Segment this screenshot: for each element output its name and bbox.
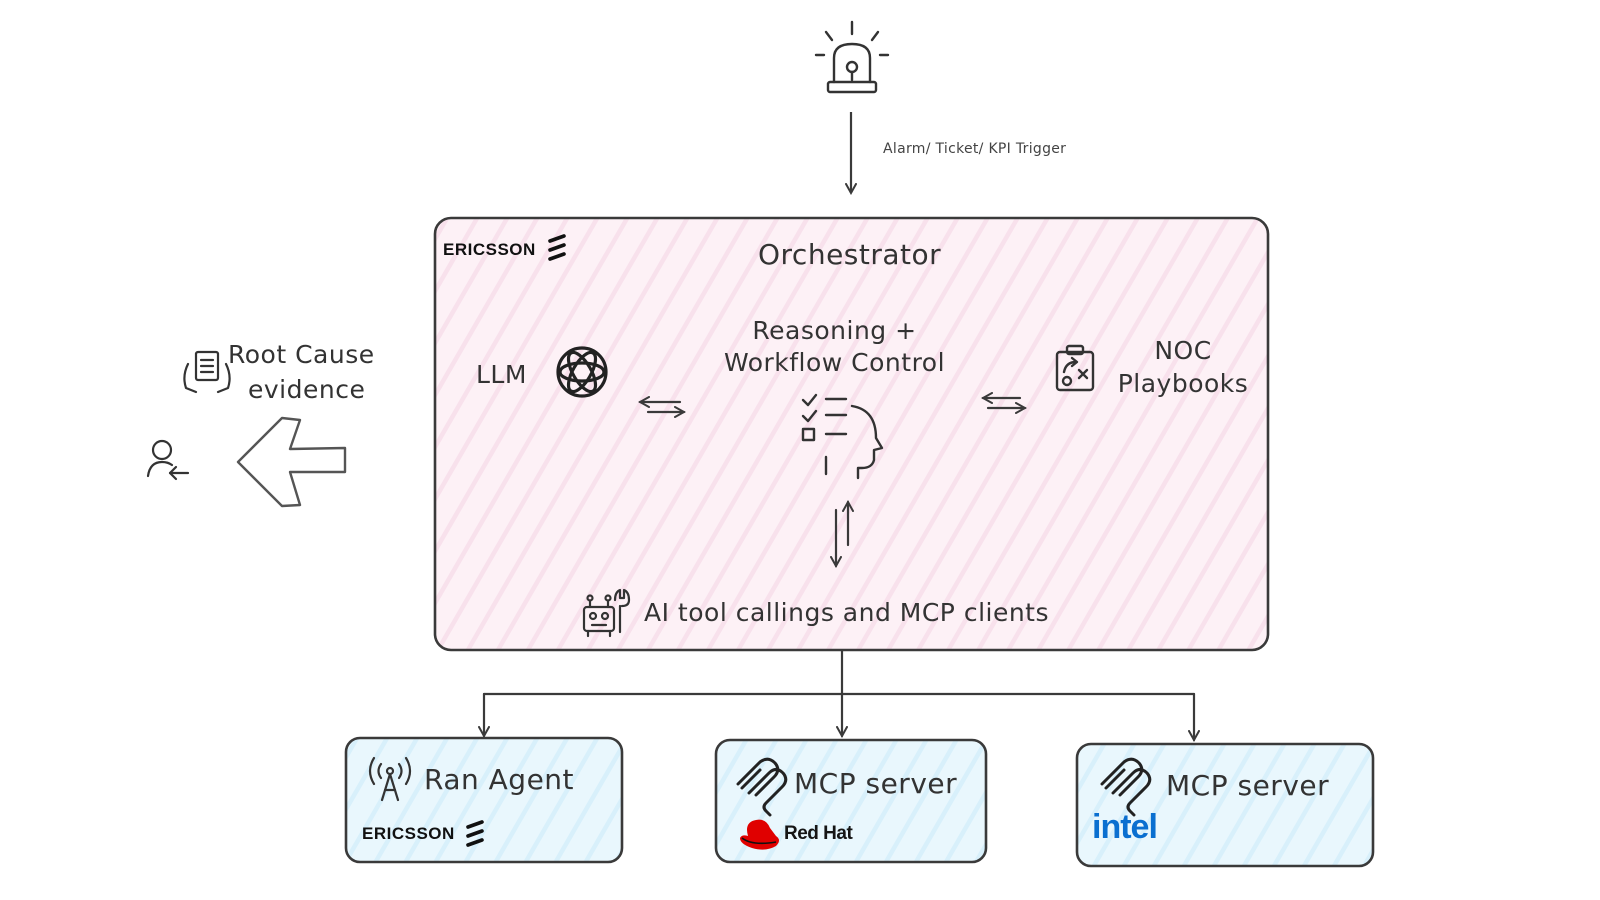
reasoning-label-line1: Reasoning + [752, 316, 917, 345]
llm-label: LLM [476, 360, 527, 389]
noc-label-line2: Playbooks [1117, 369, 1249, 398]
intel-mcp-box [1075, 742, 1375, 868]
robot-tools-icon [582, 588, 631, 638]
tools-label: AI tool callings and MCP clients [644, 598, 1050, 627]
reasoning-head-checklist-icon [801, 393, 884, 480]
result-big-arrow [236, 416, 347, 508]
ran-agent-label: Ran Agent [424, 763, 575, 796]
redhat-mcp-box [714, 738, 988, 864]
redhat-hat-logo [740, 819, 779, 850]
trigger-label: Alarm/ Ticket/ KPI Trigger [883, 141, 1067, 157]
intel-mcp-label: MCP server [1166, 769, 1330, 802]
orchestrator-title: Orchestrator [758, 238, 942, 271]
ran-agent-brand: ERICSSON [362, 824, 455, 843]
antenna-tower-icon [368, 756, 412, 802]
user-receive-icon [146, 439, 190, 481]
intel-brand: intel [1092, 808, 1158, 846]
noc-label-line1: NOC [1154, 336, 1212, 365]
document-hand-icon [183, 350, 231, 394]
orchestrator-box [433, 216, 1270, 652]
alarm-siren-icon [814, 20, 890, 94]
redhat-brand: Red Hat [784, 823, 853, 844]
agent-connectors [484, 649, 1194, 740]
ericsson-brand-text: ERICSSON [443, 240, 536, 259]
reasoning-label-line2: Workflow Control [723, 348, 946, 377]
root-cause-label-line1: Root Cause [228, 340, 375, 369]
llm-openai-icon [556, 346, 608, 398]
reasoning-playbooks-arrow [983, 398, 1025, 408]
redhat-mcp-label: MCP server [794, 767, 958, 800]
mcp-logo-icon-intel [1100, 757, 1152, 817]
ericsson-logo-mark [548, 234, 566, 261]
llm-reasoning-arrow [640, 402, 684, 412]
reasoning-tools-arrow [836, 502, 848, 566]
root-cause-label-line2: evidence [248, 375, 366, 404]
mcp-logo-icon [736, 757, 788, 817]
ran-agent-box [344, 736, 624, 864]
ericsson-logo-mark-agent [466, 820, 484, 847]
playbook-clipboard-icon [1055, 344, 1095, 392]
